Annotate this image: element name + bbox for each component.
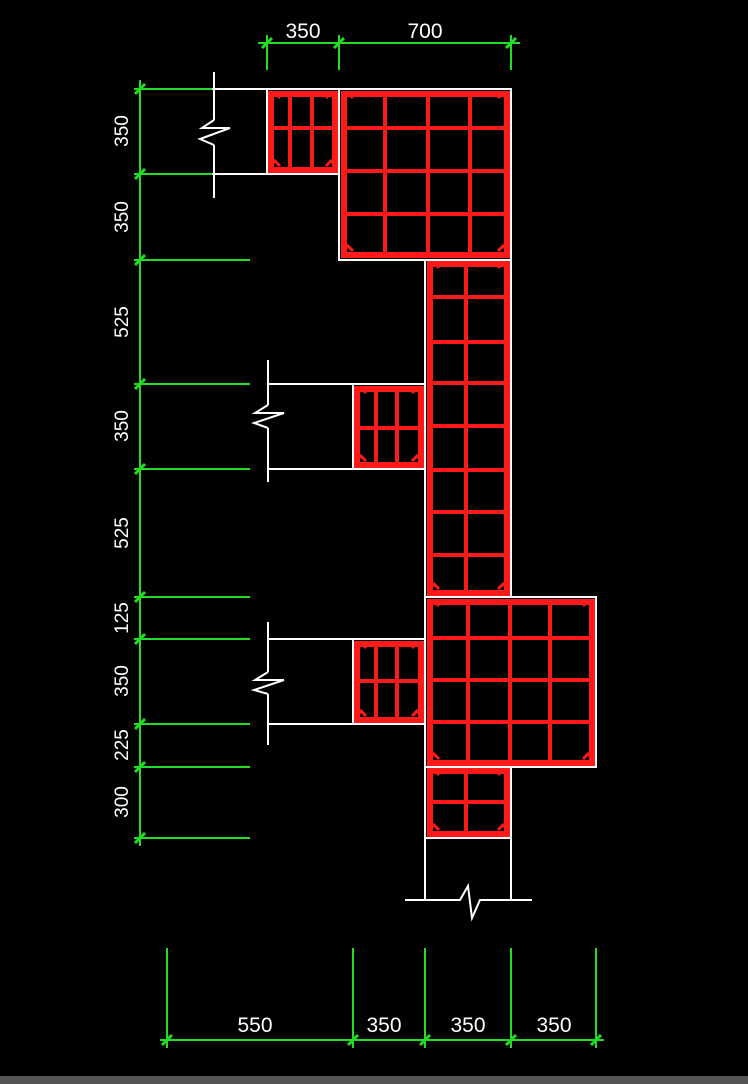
dimension-tick <box>589 1033 603 1047</box>
dimension-tick <box>504 1033 518 1047</box>
dimension-lines <box>134 35 604 1048</box>
rebar-hook <box>410 385 424 395</box>
rebar-hook <box>496 581 510 591</box>
bottom-dim-3: 350 <box>450 1014 485 1037</box>
dimension-tick <box>260 36 274 50</box>
dimension-tick <box>133 590 147 604</box>
top-dim-1: 350 <box>285 20 320 43</box>
rebar-hook <box>410 640 424 650</box>
rebar-hook <box>410 708 424 718</box>
rebar-hook <box>268 90 282 100</box>
rebar-hook <box>427 751 441 761</box>
rebar-hook <box>581 598 595 608</box>
bottom-border <box>0 1076 748 1084</box>
left-dim-1: 350 <box>112 115 133 147</box>
dimension-tick <box>133 831 147 845</box>
rebar-hook <box>496 90 510 100</box>
rebar-hook <box>427 260 441 270</box>
rebar-hook <box>268 158 282 168</box>
rebar-hook <box>496 822 510 832</box>
rebar-hook <box>354 640 368 650</box>
left-dim-3: 525 <box>112 306 133 338</box>
dimension-ticks <box>133 36 603 1047</box>
block-top-stirrup <box>341 91 510 258</box>
dimension-tick <box>133 377 147 391</box>
bottom-dim-1: 550 <box>237 1014 272 1037</box>
dimension-tick <box>504 36 518 50</box>
left-dim-4: 350 <box>112 410 133 442</box>
rebar-hook <box>324 158 338 168</box>
dimension-tick <box>133 253 147 267</box>
dimension-tick <box>133 717 147 731</box>
rebar-hook <box>341 243 355 253</box>
rebar-hook <box>427 598 441 608</box>
dimension-tick <box>346 1033 360 1047</box>
flange-top-left-stirrup <box>268 91 338 173</box>
web-stirrup <box>427 261 510 596</box>
dimension-tick <box>133 82 147 96</box>
top-dim-2: 700 <box>407 20 442 43</box>
left-dim-5: 525 <box>112 517 133 549</box>
left-dim-9: 300 <box>112 786 133 818</box>
dimension-tick <box>133 632 147 646</box>
dimension-tick <box>160 1033 174 1047</box>
rebar-hook <box>581 751 595 761</box>
dimension-tick <box>133 760 147 774</box>
bottom-dim-4: 350 <box>536 1014 571 1037</box>
dimension-tick <box>418 1033 432 1047</box>
dimension-tick <box>133 167 147 181</box>
left-dim-7: 350 <box>112 665 133 697</box>
left-dim-6: 125 <box>112 602 133 634</box>
rebar-hook <box>354 453 368 463</box>
rebar-hook <box>496 260 510 270</box>
rebar-hook <box>427 767 441 777</box>
rebar-hook <box>427 581 441 591</box>
rebar-layout <box>268 90 595 837</box>
wall-stubs <box>197 72 532 922</box>
bottom-dim-2: 350 <box>366 1014 401 1037</box>
rebar-hook <box>427 822 441 832</box>
left-dim-8: 225 <box>112 729 133 761</box>
rebar-hook <box>341 90 355 100</box>
rebar-hook <box>354 385 368 395</box>
dimension-tick <box>133 462 147 476</box>
rebar-hook <box>496 767 510 777</box>
rebar-hook <box>354 708 368 718</box>
dimension-tick <box>332 36 346 50</box>
rebar-hook <box>410 453 424 463</box>
rebar-hook <box>496 243 510 253</box>
left-dim-2: 350 <box>112 201 133 233</box>
rebar-hook <box>324 90 338 100</box>
